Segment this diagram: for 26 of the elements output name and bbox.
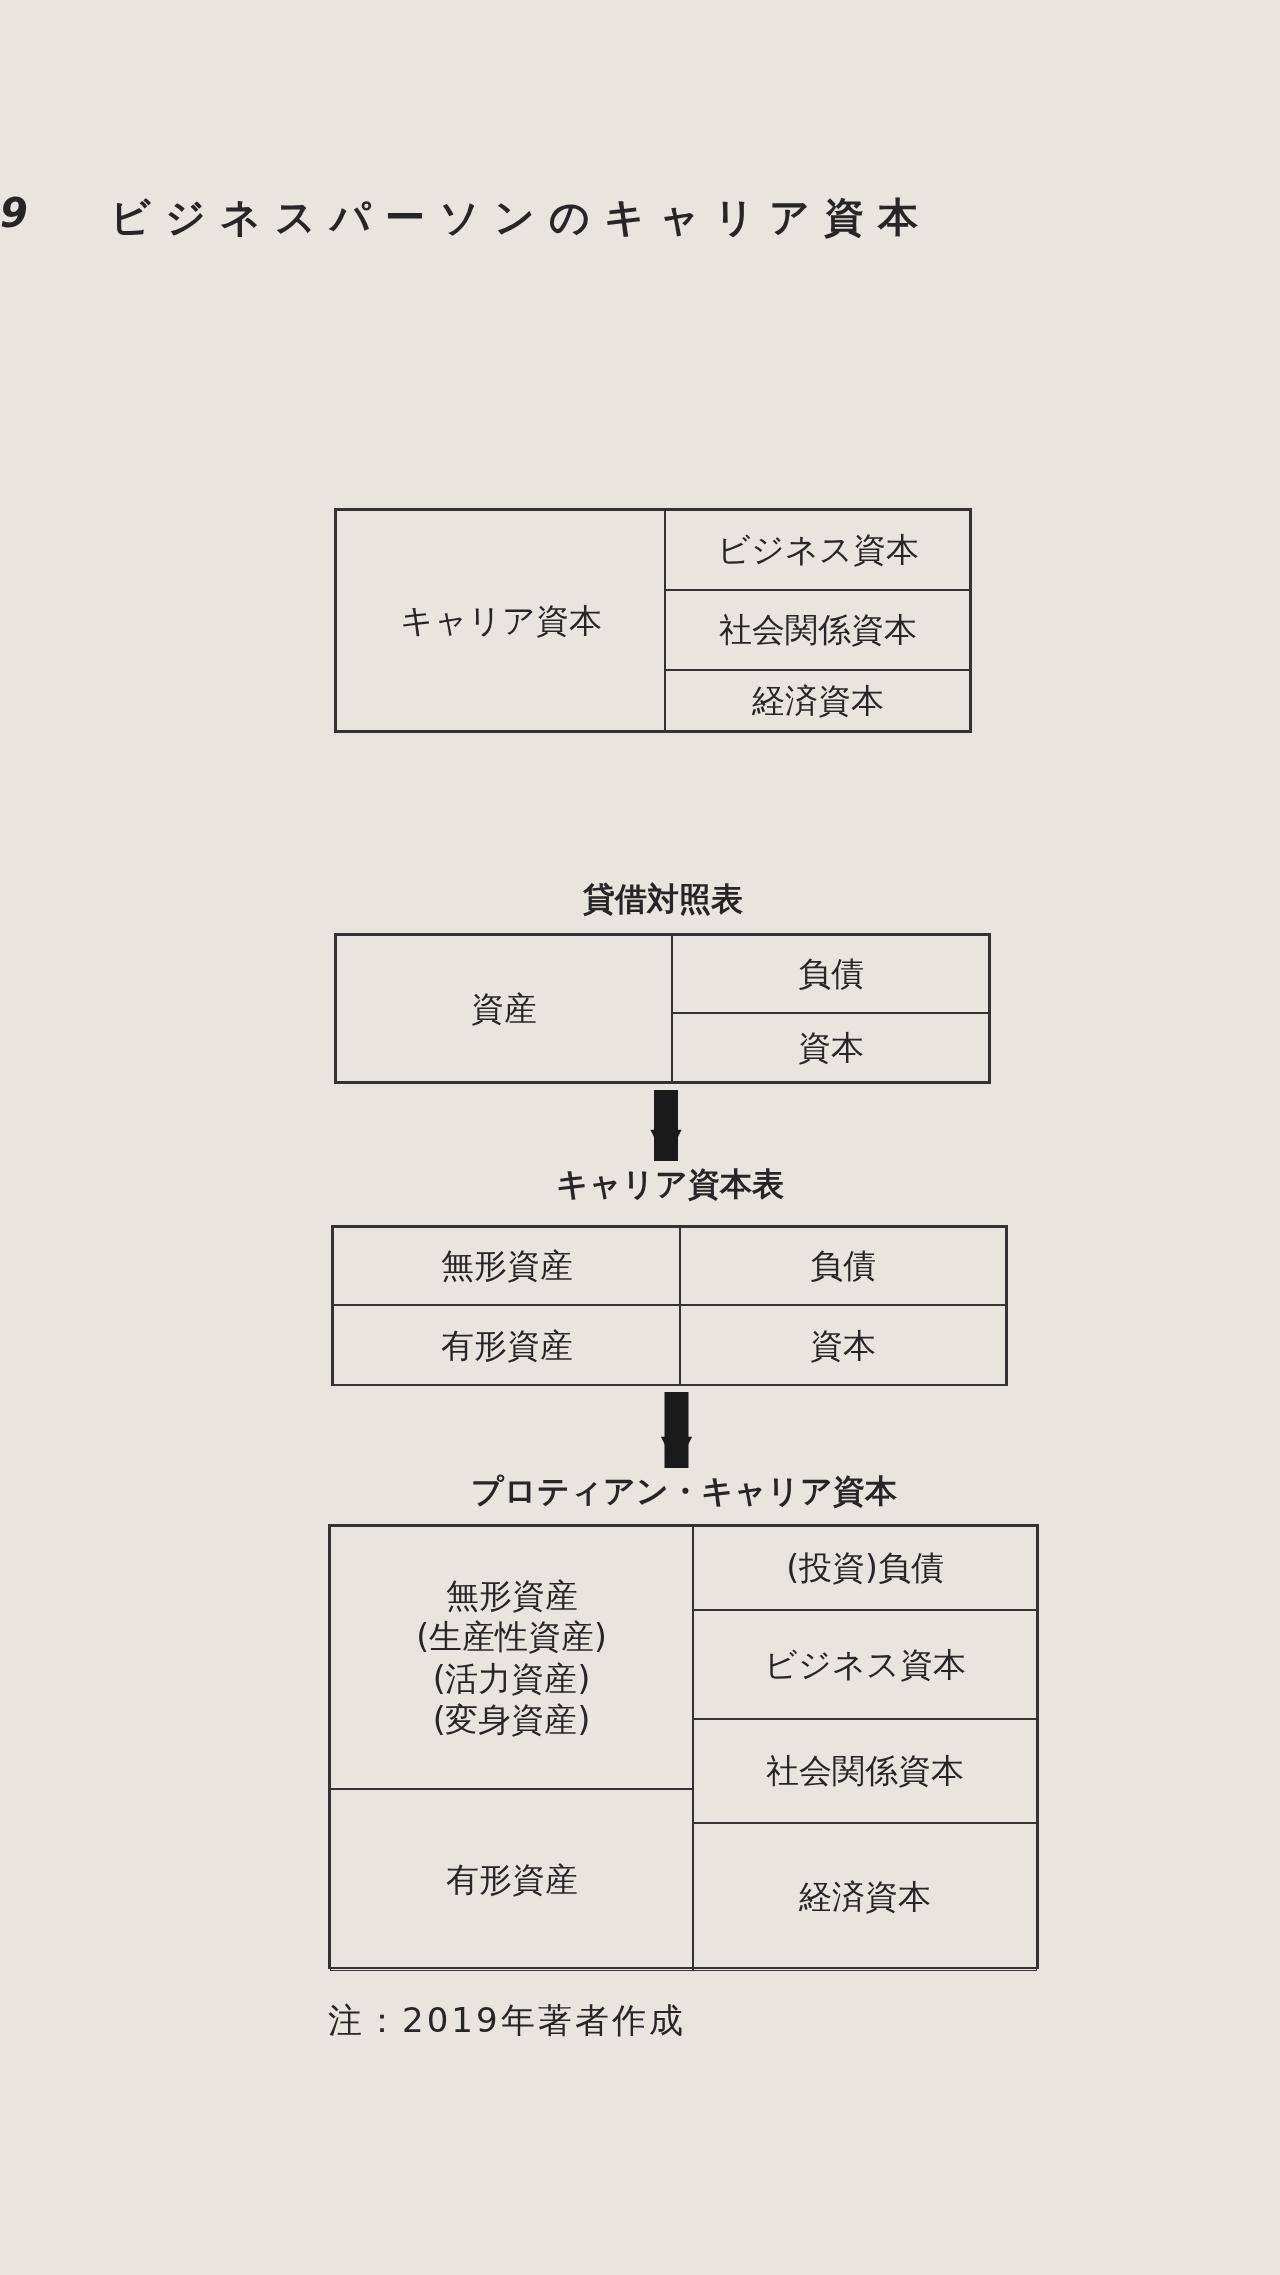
table-cell: (投資)負債 [693,1526,1037,1610]
table-cell: キャリア資本 [336,510,665,731]
table-cell: 有形資産 [330,1789,693,1971]
arrow [660,1392,693,1468]
table-heading: プロティアン・キャリア資本 [469,1471,898,1512]
table-cell: 無形資産 [333,1227,680,1305]
table-cell: 社会関係資本 [665,590,970,670]
table-heading: 貸借対照表 [581,879,744,920]
figure-number: 9 [0,190,28,236]
table-cell: ビジネス資本 [665,510,970,590]
table-cell: 経済資本 [665,670,970,731]
table-cell: 無形資産 (生産性資産) (活力資産) (変身資産) [330,1526,693,1789]
table-heading: キャリア資本表 [554,1164,785,1205]
table-cell: 資本 [680,1305,1006,1386]
table-cell: 負債 [680,1227,1006,1305]
table-cell: 負債 [672,935,989,1013]
caption: 注：2019年著者作成 [328,1999,686,2042]
table-cell: 社会関係資本 [693,1719,1037,1823]
table [334,508,972,733]
title: ビジネスパーソンのキャリア資本 [110,193,932,242]
table-cell: ビジネス資本 [693,1610,1037,1719]
table-cell: 経済資本 [693,1823,1037,1971]
table-cell: 資産 [336,935,672,1082]
arrow [650,1090,682,1161]
table-cell: 有形資産 [333,1305,680,1386]
table-cell: 資本 [672,1013,989,1082]
